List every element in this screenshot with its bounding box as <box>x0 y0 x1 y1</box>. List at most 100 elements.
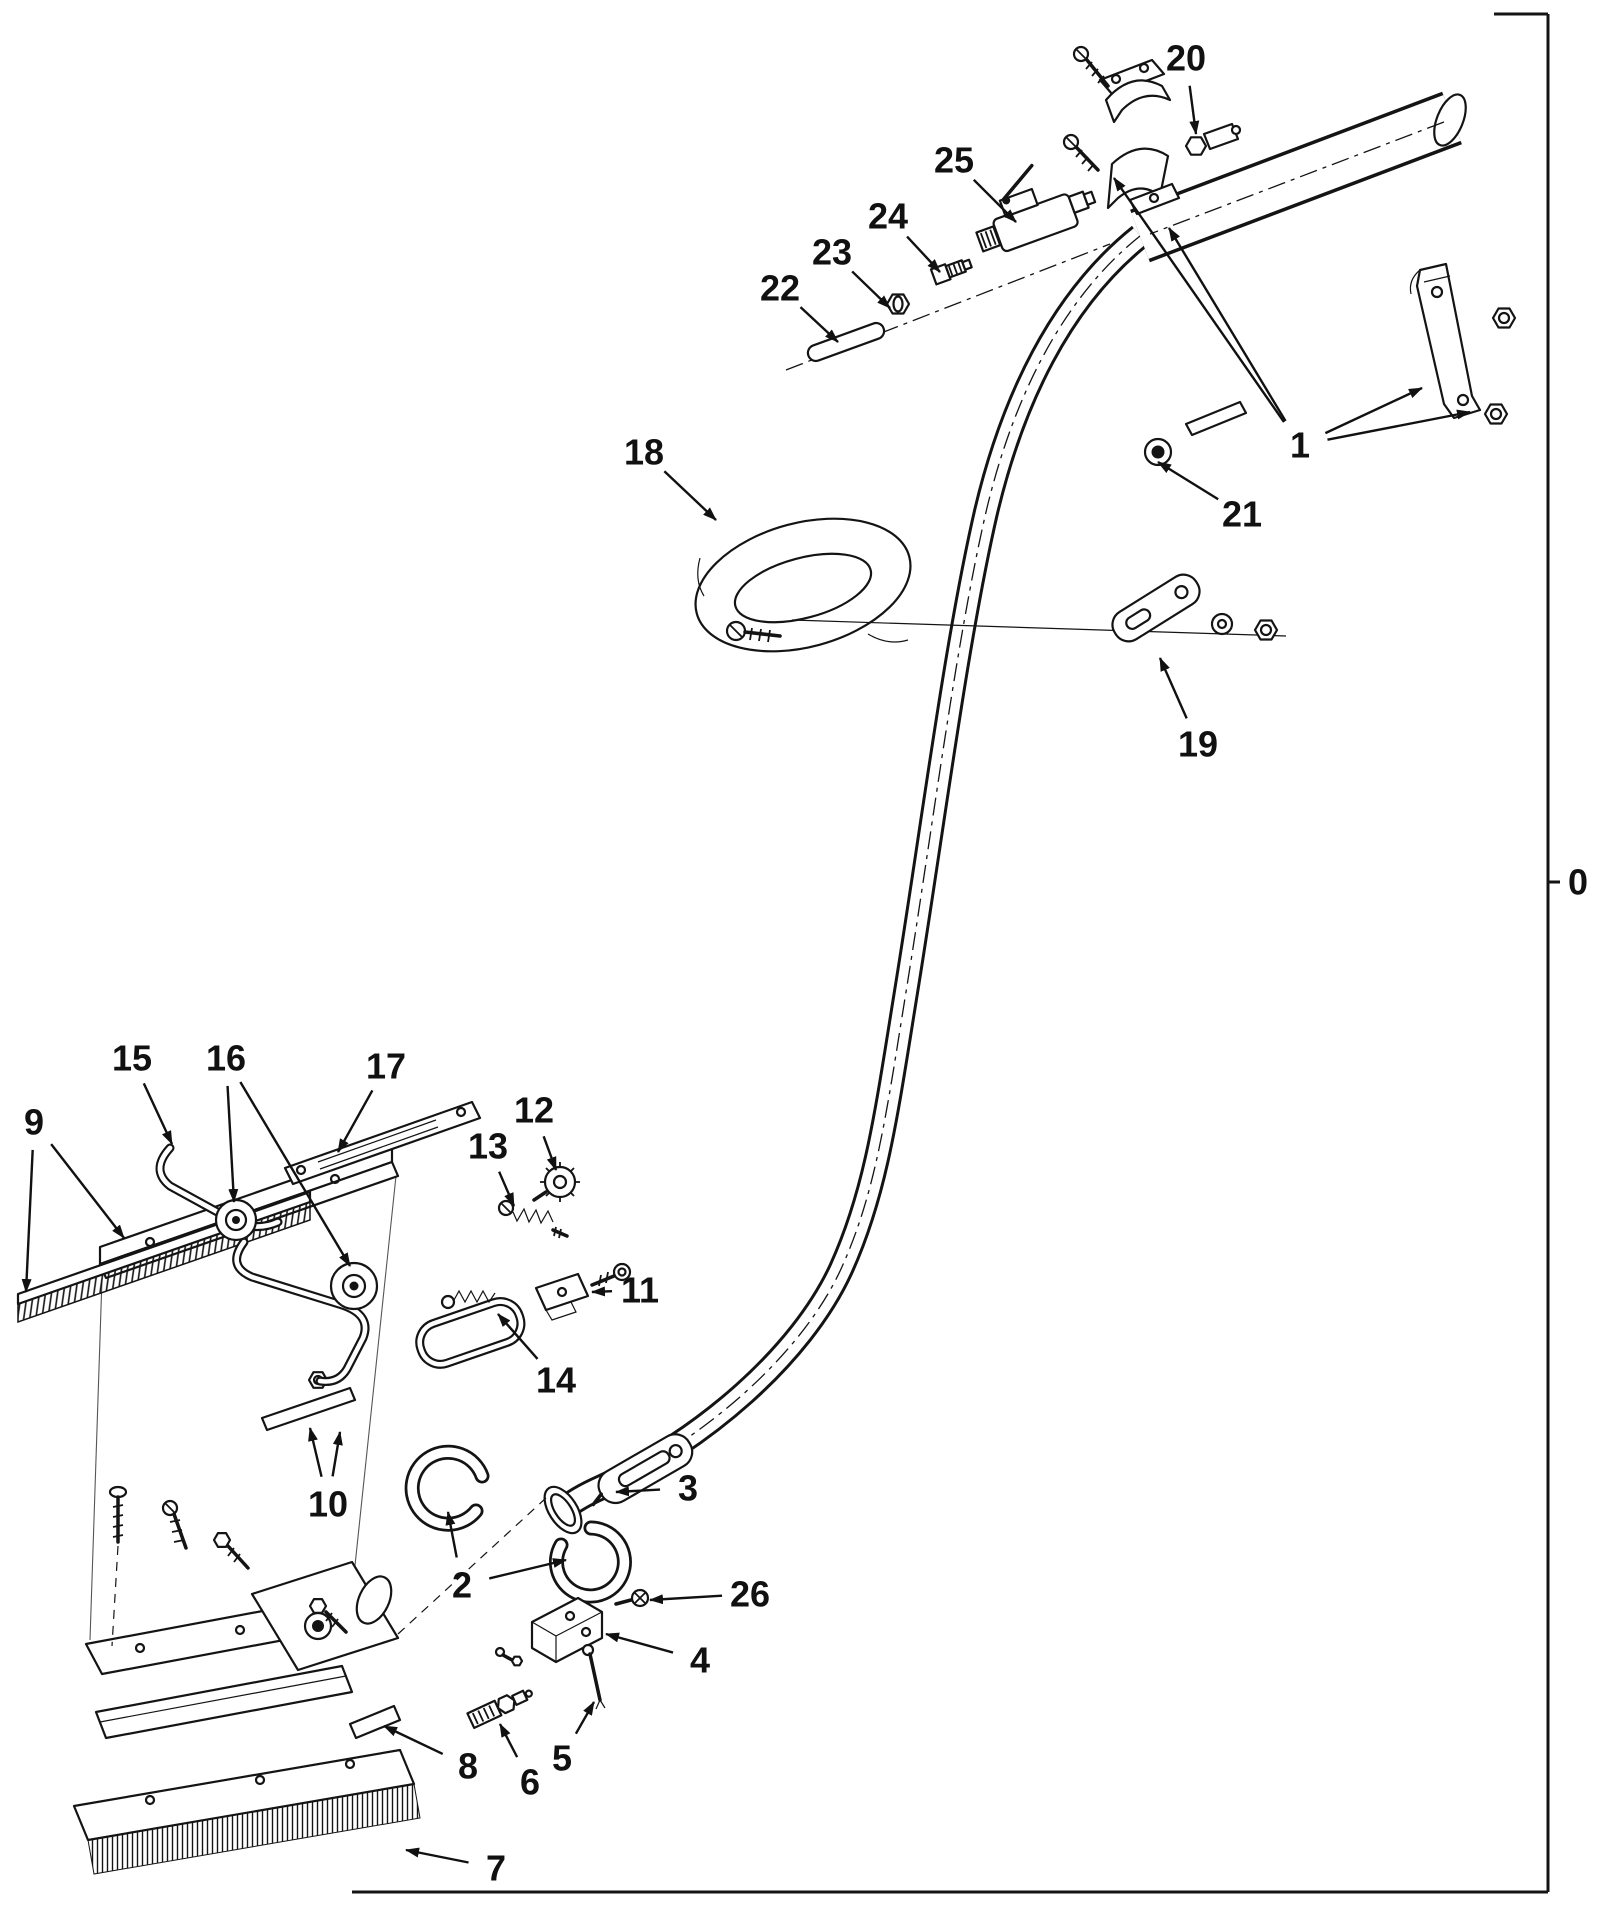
wire-bracket <box>155 1143 283 1231</box>
callout-label-14: 14 <box>536 1360 576 1401</box>
callout-label-16: 16 <box>206 1038 246 1079</box>
thumb-screw <box>614 1588 650 1608</box>
callout-arrow-26 <box>649 1594 723 1605</box>
callout-label-25: 25 <box>934 140 974 181</box>
callout-label-3: 3 <box>678 1468 698 1509</box>
callout-label-12: 12 <box>514 1090 554 1131</box>
callout-arrow-6 <box>498 1723 519 1758</box>
zerk-fitting <box>494 1646 524 1667</box>
callout-arrow-14 <box>497 1313 539 1360</box>
washer <box>1210 612 1234 636</box>
threaded-plug <box>466 1689 533 1730</box>
callout-arrow-11 <box>591 1286 613 1297</box>
callout-label-8: 8 <box>458 1746 478 1787</box>
callout-label-5: 5 <box>552 1738 572 1779</box>
callout-label-13: 13 <box>468 1126 508 1167</box>
grip-tube <box>1130 91 1467 263</box>
elbow-fitting <box>1184 122 1242 156</box>
decal-strip <box>1184 400 1248 437</box>
callout-arrow-18 <box>663 470 717 521</box>
comb-strip <box>16 1190 312 1324</box>
callout-arrow-16 <box>239 1081 352 1267</box>
callout-arrow-21 <box>1157 460 1219 501</box>
wire-bail <box>415 1297 526 1369</box>
frame-foot <box>348 1704 402 1740</box>
callout-arrow-25 <box>972 178 1017 223</box>
adjuster-group <box>415 1162 632 1369</box>
callout-label-17: 17 <box>366 1046 406 1087</box>
elbow-housing <box>250 1560 400 1672</box>
loop-handle <box>694 517 912 653</box>
roller-axle-wire <box>232 1237 370 1386</box>
hanger-bracket <box>1409 262 1517 425</box>
pivot-bracket <box>530 1596 604 1664</box>
clamp-screw-bottom <box>1062 133 1100 172</box>
callout-arrow-17 <box>336 1089 374 1153</box>
callout-arrow-23 <box>851 270 891 309</box>
callout-arrow-12 <box>542 1135 558 1171</box>
roller-wheel <box>329 1261 379 1311</box>
callout-label-15: 15 <box>112 1038 152 1079</box>
callout-label-20: 20 <box>1166 38 1206 79</box>
callout-arrow-20 <box>1188 85 1200 135</box>
callout-arrow-19 <box>1158 657 1188 719</box>
slotted-bar <box>283 1100 482 1186</box>
callout-arrow-3 <box>615 1486 661 1497</box>
hex-bolt <box>212 1531 250 1570</box>
assembly-bracket <box>352 12 1560 1894</box>
callout-arrow-22 <box>799 306 839 343</box>
callout-arrow-1 <box>1113 177 1285 423</box>
machine-screw <box>161 1499 188 1550</box>
base-frame <box>84 1485 547 1740</box>
hose-sleeve <box>806 321 886 363</box>
callout-label-26: 26 <box>730 1574 770 1615</box>
hex-bolt <box>308 1597 348 1634</box>
callout-arrow-2 <box>488 1558 567 1580</box>
clevis-pin <box>581 1643 606 1710</box>
assembly-axis-line <box>791 619 1287 637</box>
callout-arrow-4 <box>605 1632 674 1654</box>
callout-label-0: 0 <box>1568 862 1588 903</box>
grommet <box>1143 437 1173 467</box>
callout-label-21: 21 <box>1222 494 1262 535</box>
callout-arrow-10 <box>308 1427 323 1478</box>
callout-label-18: 18 <box>624 432 664 473</box>
callout-arrow-5 <box>574 1701 596 1735</box>
hex-nut <box>1491 307 1517 329</box>
callout-arrow-15 <box>142 1082 174 1145</box>
machine-screw <box>108 1485 128 1647</box>
brush-bristles <box>87 1783 421 1875</box>
handle-screw <box>725 620 782 643</box>
brush-block <box>72 1748 421 1875</box>
callout-arrow-7 <box>405 1847 469 1864</box>
callout-arrow-16 <box>226 1085 239 1203</box>
socket-screw <box>590 1262 632 1287</box>
latch-lever <box>591 1433 694 1507</box>
callout-arrow-9 <box>21 1149 34 1293</box>
hex-nut <box>1253 619 1279 641</box>
callout-label-1: 1 <box>1290 425 1310 466</box>
shoe-bar-stack <box>16 1100 482 1641</box>
clamp-screw-top <box>1072 45 1110 88</box>
callout-label-2: 2 <box>452 1565 472 1606</box>
knurled-knob <box>532 1162 580 1202</box>
callout-label-7: 7 <box>486 1848 506 1889</box>
callout-label-24: 24 <box>868 196 908 237</box>
callout-label-23: 23 <box>812 232 852 273</box>
callout-arrow-1 <box>1327 409 1471 441</box>
roller-wheel <box>214 1198 258 1242</box>
spring-screw <box>497 1199 569 1239</box>
callout-label-11: 11 <box>621 1270 659 1311</box>
callout-label-10: 10 <box>308 1484 348 1525</box>
callout-arrow-1 <box>1167 227 1287 422</box>
anchor-plate <box>534 1272 590 1321</box>
callout-arrow-1 <box>1324 386 1423 435</box>
callout-label-6: 6 <box>520 1762 540 1803</box>
callout-label-19: 19 <box>1178 724 1218 765</box>
callout-arrow-9 <box>50 1143 125 1239</box>
hose-nut <box>885 293 911 315</box>
coil-spring <box>440 1289 496 1310</box>
callout-label-9: 9 <box>24 1102 44 1143</box>
